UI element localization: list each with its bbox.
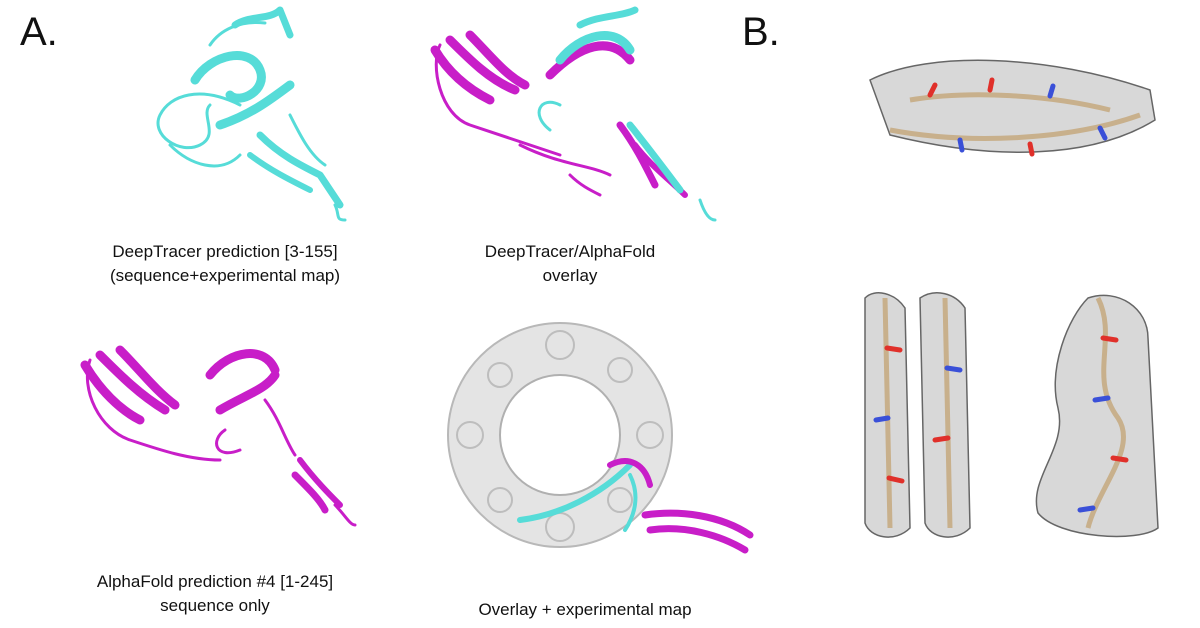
caption-alphafold-line-2: sequence only <box>160 596 270 615</box>
density-left-image <box>864 292 971 538</box>
caption-overlay-map-line-1: Overlay + experimental map <box>478 600 692 619</box>
caption-alphafold-line-1: AlphaFold prediction #4 [1-245] <box>96 572 334 591</box>
caption-alphafold: AlphaFold prediction #4 [1-245] sequence… <box>50 570 380 618</box>
caption-overlay: DeepTracer/AlphaFold overlay <box>420 240 720 288</box>
overlay-map-image <box>447 322 754 554</box>
panel-b-label: B. <box>742 10 780 54</box>
caption-overlay-line-1: DeepTracer/AlphaFold <box>484 242 656 261</box>
overlay-structure-image <box>430 6 717 222</box>
caption-overlay-map: Overlay + experimental map <box>410 598 760 622</box>
density-top-image <box>869 59 1156 157</box>
caption-overlay-line-2: overlay <box>542 266 598 285</box>
caption-deeptracer-line-2: (sequence+experimental map) <box>109 266 341 285</box>
caption-deeptracer: DeepTracer prediction [3-155] (sequence+… <box>60 240 390 288</box>
panel-a-label: A. <box>20 10 58 54</box>
alphafold-structure-image <box>80 345 357 527</box>
caption-deeptracer-line-1: DeepTracer prediction [3-155] <box>112 242 338 261</box>
deeptracer-structure-image <box>156 6 347 222</box>
density-right-image <box>1035 294 1159 538</box>
